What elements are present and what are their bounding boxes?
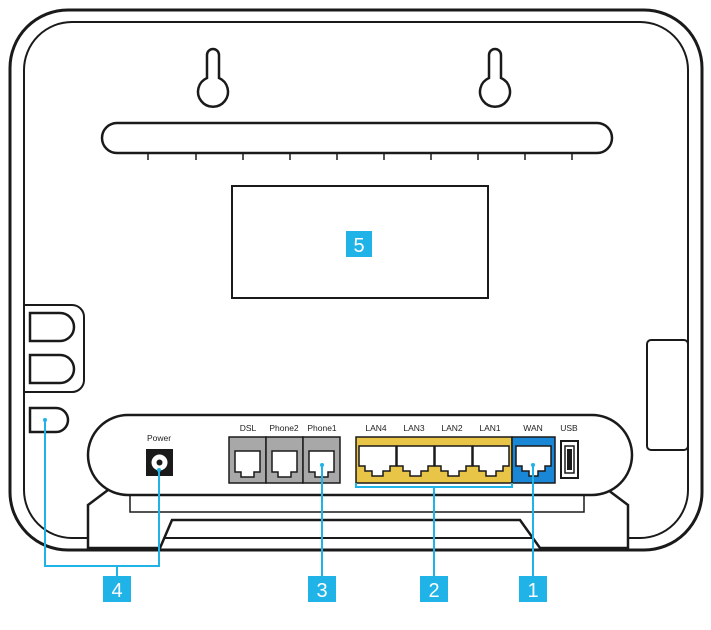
usb-port (560, 440, 579, 479)
callout-4-box (103, 576, 131, 602)
callout-1-box (519, 576, 547, 602)
callout-5-text: 5 (353, 235, 364, 257)
callout-2-box (420, 576, 448, 602)
side-button-bottom (28, 406, 70, 434)
lan3-port (396, 445, 435, 477)
wall-mount-keyholes (196, 47, 512, 108)
dsl-label: DSL (240, 423, 257, 433)
lan-block (355, 436, 513, 484)
callout-4-text: 4 (111, 580, 122, 602)
wan-block (511, 436, 556, 484)
power-label: Power (147, 433, 171, 443)
callout-5-box (346, 231, 372, 257)
port-labels: DSL Phone2 Phone1 LAN4 LAN3 LAN2 LAN1 WA… (240, 423, 578, 433)
side-button-middle (28, 353, 76, 385)
wan-label: WAN (523, 423, 543, 433)
lan2-label: LAN2 (441, 423, 463, 433)
router-inner-shell (23, 21, 689, 539)
ventilation-slot (100, 121, 614, 160)
right-side-slot (646, 339, 689, 451)
vent-bar (100, 121, 614, 155)
side-panel-outline (24, 304, 85, 393)
lan2-port (434, 445, 473, 477)
callout-1-text: 1 (527, 580, 538, 602)
lan1-label: LAN1 (479, 423, 501, 433)
keyhole-right (478, 47, 512, 108)
lan3-label: LAN3 (403, 423, 425, 433)
callout-boxes: 4 3 2 1 (103, 576, 547, 602)
callout-4-line (44, 420, 160, 567)
stand-shape (86, 488, 630, 550)
router-stand (86, 488, 630, 550)
callout-3-box (308, 576, 336, 602)
side-buttons (24, 304, 85, 434)
phone1-label: Phone1 (307, 423, 337, 433)
lan4-port (358, 445, 397, 477)
lan4-label: LAN4 (365, 423, 387, 433)
callout-2-text: 2 (428, 580, 439, 602)
callout-lines (44, 420, 534, 576)
keyhole-left (196, 47, 230, 108)
lan1-port (472, 445, 510, 477)
usb-label: USB (560, 423, 578, 433)
side-button-top (28, 311, 76, 343)
callout-3-text: 3 (316, 580, 327, 602)
wan-port (515, 445, 552, 477)
phone2-label: Phone2 (269, 423, 299, 433)
phone-dsl-block (228, 436, 341, 484)
stand-inner-line (129, 495, 585, 513)
